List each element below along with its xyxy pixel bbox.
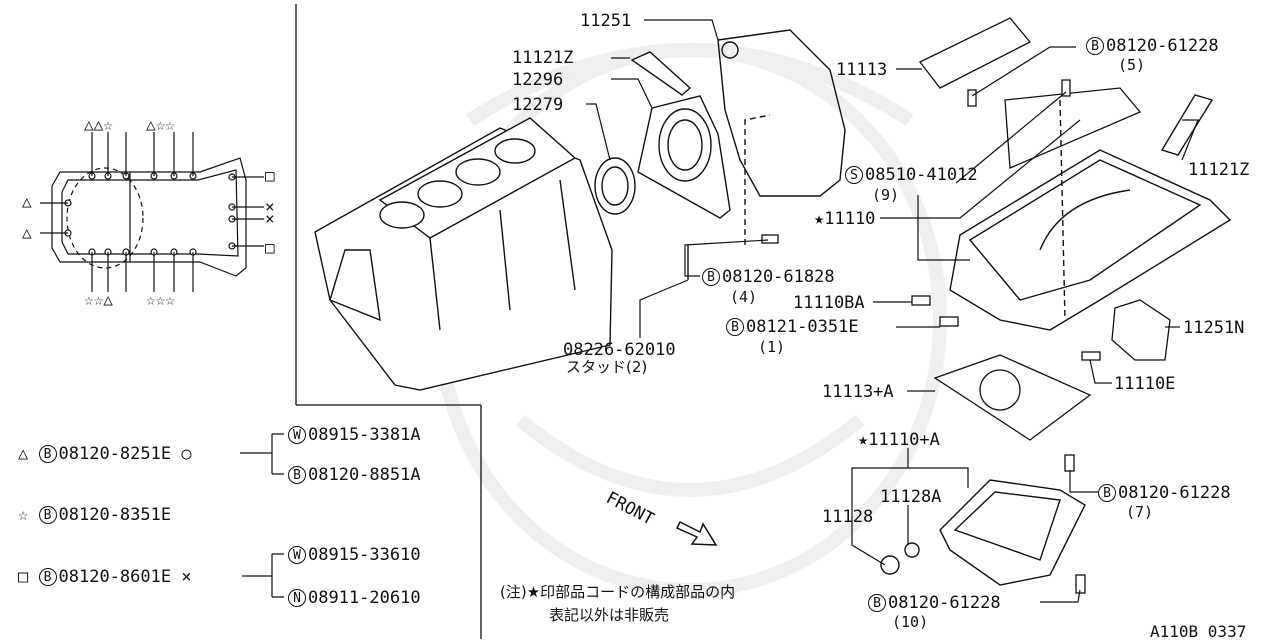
callout-11113: 11113	[836, 60, 888, 80]
qty-4: (4)	[730, 288, 758, 306]
cross-mark-icon: ×	[181, 567, 192, 587]
map-top-left-symbols: △△☆	[84, 115, 113, 134]
note-line-2: 表記以外は非販売	[549, 606, 670, 624]
callout-11110: ★11110	[814, 209, 876, 229]
map-left-upper-symbol: △	[22, 192, 32, 211]
map-right-mid2-symbol: ×	[265, 209, 275, 228]
callout-11110a: ★11110+A	[858, 430, 940, 450]
callout-11121z-top: 11121Z	[512, 48, 574, 68]
n-circle-icon: N	[288, 589, 306, 607]
panel-frame	[295, 4, 482, 639]
leader-lines	[586, 19, 1199, 603]
b-circle-icon: B	[702, 268, 720, 286]
callout-11251: 11251	[580, 11, 632, 31]
rear-plate	[717, 29, 846, 245]
callout-stud-2: スタッド(2)	[566, 358, 648, 376]
map-left-lower-symbol: △	[22, 223, 32, 242]
map-top-right-symbols: △☆☆	[146, 115, 175, 134]
figure-id: A110B 0337	[1150, 622, 1247, 641]
callout-11121z-right: 11121Z	[1188, 160, 1250, 180]
w-circle-icon: W	[288, 546, 306, 564]
b-circle-icon: B	[38, 568, 57, 586]
callout-12296: 12296	[512, 70, 564, 90]
square-icon: □	[18, 567, 29, 587]
star-outline-icon: ☆	[18, 505, 29, 525]
map-bottom-left-symbols: ☆☆△	[84, 290, 113, 309]
qty-1: (1)	[758, 338, 786, 356]
map-right-top-symbol: □	[265, 166, 275, 185]
qty-10: (10)	[892, 613, 929, 631]
callout-11128a: 11128A	[880, 487, 942, 507]
front-arrow	[675, 520, 718, 546]
b-circle-icon: B	[1086, 37, 1104, 55]
lower-oil-pan	[880, 479, 1086, 586]
w-circle-icon: W	[288, 426, 306, 444]
map-right-bottom-symbol: □	[265, 238, 275, 257]
callout-12279: 12279	[512, 95, 564, 115]
baffle-plate	[918, 17, 1142, 169]
qty-5: (5)	[1118, 56, 1146, 74]
circle-mark-icon: ○	[181, 444, 192, 464]
callout-08226-62010: 08226-62010	[563, 340, 676, 360]
seal-retainer	[594, 51, 731, 280]
callout-11251n: 11251N	[1183, 318, 1245, 338]
upper-oil-pan	[949, 94, 1232, 331]
qty-9: (9)	[872, 186, 900, 204]
b-circle-icon: B	[1098, 484, 1116, 502]
b-circle-icon: B	[726, 318, 744, 336]
b-circle-icon: B	[38, 506, 57, 524]
bolts	[761, 79, 1101, 594]
rear-cover	[1111, 299, 1171, 361]
legend-brackets	[240, 433, 284, 598]
b-circle-icon: B	[288, 466, 306, 484]
callout-11113a: 11113+A	[822, 382, 894, 402]
cylinder-block	[314, 117, 613, 391]
note-line-1: (注)★印部品コードの構成部品の内	[500, 583, 736, 601]
bolt-layout-map	[40, 132, 264, 292]
map-right-mid1-symbol: ×	[265, 197, 275, 216]
qty-7: (7)	[1126, 503, 1154, 521]
b-circle-icon: B	[868, 594, 886, 612]
triangle-icon: △	[18, 444, 29, 464]
s-circle-icon: S	[845, 166, 863, 184]
baffle-plate-a	[933, 354, 1092, 441]
map-bottom-right-symbols: ☆☆☆	[146, 290, 175, 309]
b-circle-icon: B	[38, 445, 57, 463]
callout-11110e: 11110E	[1114, 374, 1176, 394]
callout-11128: 11128	[822, 507, 874, 527]
callout-11110ba: 11110BA	[793, 293, 865, 313]
